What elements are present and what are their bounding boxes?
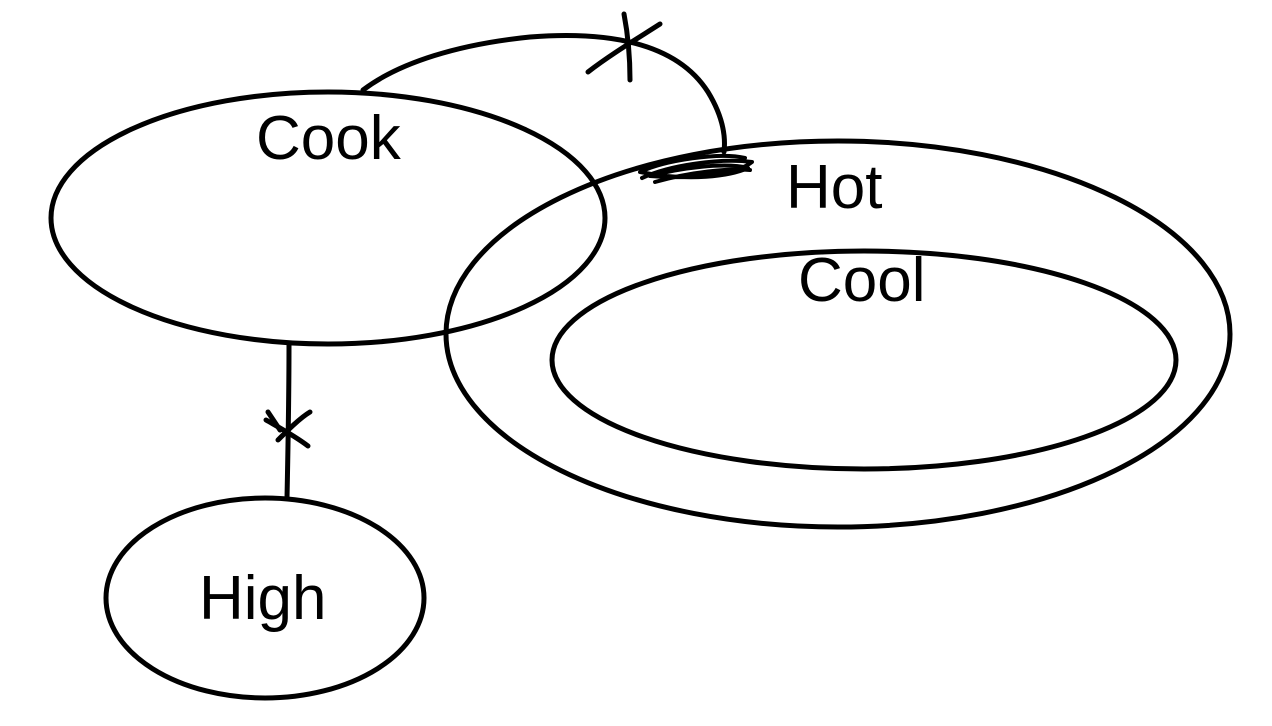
cool-ellipse[interactable] <box>549 248 1179 472</box>
cook-label: Cook <box>256 104 402 173</box>
high-label: High <box>199 564 327 633</box>
hot-label: Hot <box>786 153 882 222</box>
cook-ellipse[interactable] <box>48 89 608 347</box>
edge-cook-hot <box>360 33 727 155</box>
hot-attachment-scribble <box>638 154 754 184</box>
edge-cook-high <box>284 341 292 501</box>
cross-marker-cook-high <box>263 409 313 449</box>
cross-marker-cook-hot <box>585 11 663 83</box>
cool-label: Cool <box>798 246 926 315</box>
high-ellipse[interactable] <box>103 495 427 701</box>
